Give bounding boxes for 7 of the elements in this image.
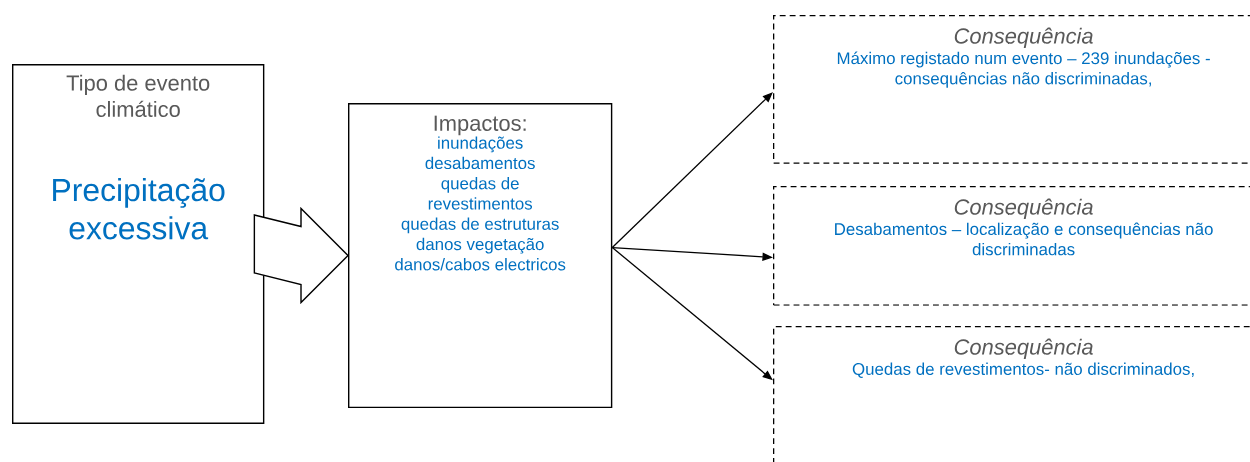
impact-box: Impactos: inundações desabamentos quedas de revestimentos quedas de estruturas danos vegetação danos/cabos electricos (348, 103, 613, 409)
block-arrow (253, 206, 349, 305)
consequence-box: Consequência Desabamentos – localização e consequências não discriminadas (773, 186, 1250, 306)
consequence-box: Consequência Quedas de revestimentos- não discriminados, (773, 326, 1250, 462)
arrow (611, 92, 773, 249)
consequence-box: Consequência Máximo registado num evento – 239 inundações - consequências não discriminadas, (773, 15, 1250, 164)
event-box: Tipo de evento climático Precipitação excessiva (12, 64, 265, 424)
